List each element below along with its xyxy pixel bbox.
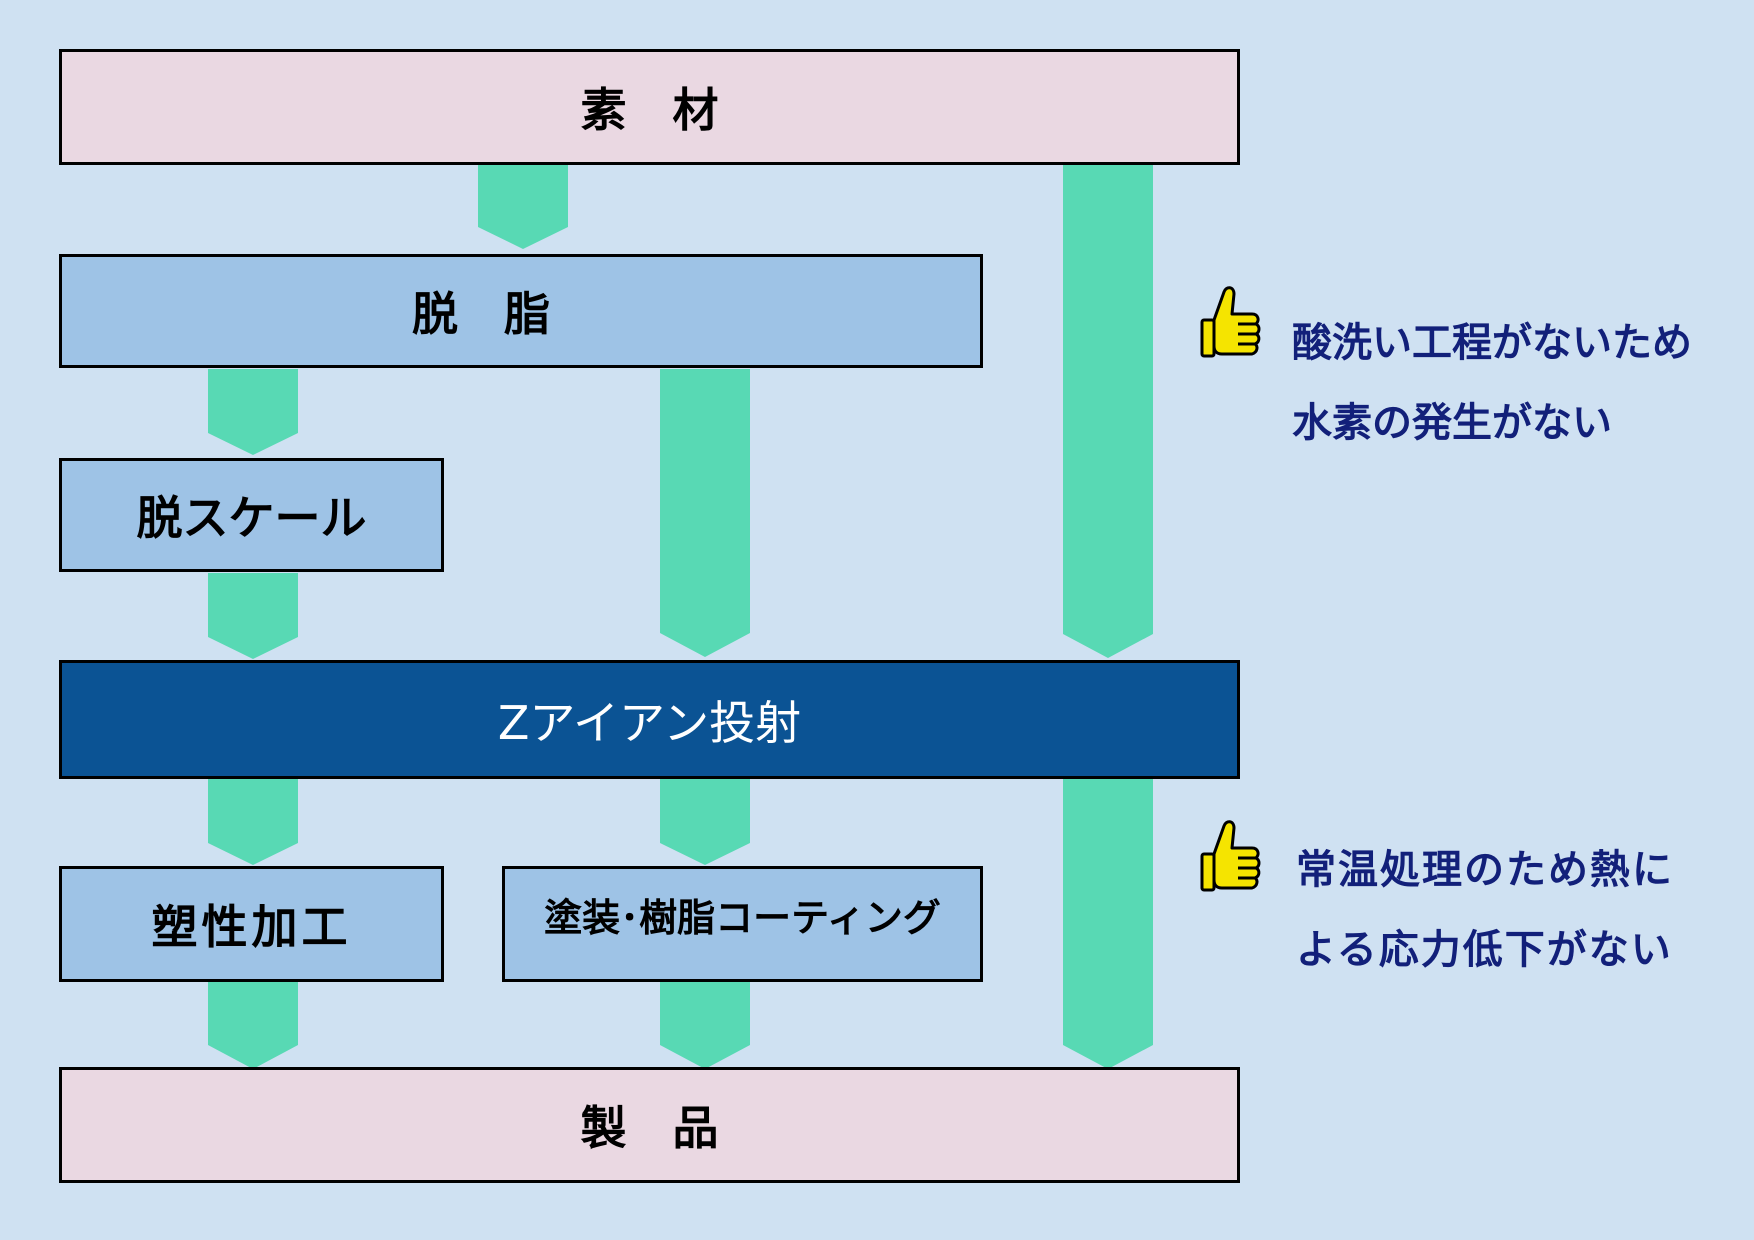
node-product: 製 品	[59, 1067, 1240, 1183]
thumbs-up-icon	[1198, 284, 1262, 368]
node-material: 素 材	[59, 49, 1240, 165]
node-degrease: 脱 脂	[59, 254, 983, 368]
node-material-label: 素 材	[580, 83, 719, 137]
note-no-stress-reduction: 常温処理のため熱に よる応力低下がない	[1296, 830, 1674, 990]
arrow-material-to-ziron	[1063, 163, 1153, 658]
node-coating: 塗装･樹脂コーティング	[502, 866, 983, 982]
node-plastic-working: 塑性加工	[59, 866, 444, 982]
arrow-degrease-to-ziron	[660, 369, 750, 657]
note-no-stress-line2: よる応力低下がない	[1296, 927, 1673, 973]
node-plastic-working-label: 塑性加工	[151, 900, 352, 954]
arrow-degrease-to-descale	[208, 369, 298, 455]
node-ziron-blast-label: Zアイアン投射	[497, 695, 802, 750]
node-coating-label: 塗装･樹脂コーティング	[544, 896, 941, 940]
note-no-hydrogen-line2: 水素の発生がない	[1292, 400, 1612, 446]
note-no-hydrogen-line1: 酸洗い工程がないため	[1292, 320, 1692, 366]
node-ziron-blast: Zアイアン投射	[59, 660, 1240, 779]
note-no-stress-line1: 常温処理のため熱に	[1296, 847, 1674, 893]
arrow-ziron-to-product	[1063, 779, 1153, 1069]
arrow-descale-to-ziron	[208, 573, 298, 659]
node-descale: 脱スケール	[59, 458, 444, 572]
thumbs-up-icon	[1198, 818, 1262, 902]
node-degrease-label: 脱 脂	[412, 287, 550, 341]
arrow-material-to-degrease	[478, 163, 568, 249]
arrow-ziron-to-coating	[660, 779, 750, 865]
arrow-coating-to-product	[660, 981, 750, 1069]
arrow-plastic-to-product	[208, 981, 298, 1069]
node-product-label: 製 品	[580, 1101, 719, 1155]
node-descale-label: 脱スケール	[136, 491, 367, 545]
arrow-ziron-to-plastic	[208, 779, 298, 865]
note-no-hydrogen: 酸洗い工程がないため 水素の発生がない	[1292, 303, 1692, 463]
